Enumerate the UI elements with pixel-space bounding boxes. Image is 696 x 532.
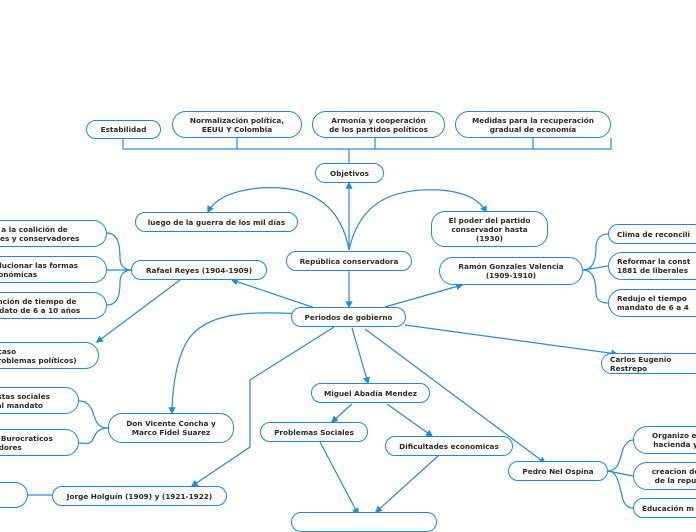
node-armonia-label: Armonía y cooperación de los partidos po… (329, 115, 428, 134)
node-protestas-label: testas sociales mal mandato (0, 391, 50, 410)
node-objetivos-label: Objetivos (330, 168, 369, 178)
node-creacion[interactable]: creacion de de la repu (633, 462, 696, 490)
node-estabilidad-label: Estabilidad (100, 125, 147, 134)
node-burocraticos[interactable]: os Burocraticos vadores (0, 429, 79, 456)
node-apoyo-label: yo a la coalición de rales y conservador… (0, 224, 80, 243)
link-periodos-holguin (190, 326, 335, 487)
node-pedro[interactable]: Pedro Nel Ospina (508, 461, 608, 481)
node-extension[interactable]: tención de tiempo de andato de 6 a 10 añ… (0, 292, 107, 319)
link-periodos-miguel (351, 327, 370, 385)
node-miguel[interactable]: Miguel Abadía Mendez (311, 383, 430, 403)
node-luego-guerra[interactable]: luego de la guerra de los mil días (135, 212, 298, 232)
node-el[interactable]: el (0, 482, 28, 508)
link-objetivos-bracket (122, 138, 612, 150)
node-estabilidad[interactable]: Estabilidad (86, 120, 161, 139)
link-periodos-reyes (230, 278, 316, 309)
node-extension-label: tención de tiempo de andato de 6 a 10 añ… (0, 296, 81, 315)
node-periodos-label: Periodos de gobierno (304, 312, 393, 322)
node-problemas-sociales-label: Problemas Sociales (274, 427, 354, 437)
link-pedro-educacion (607, 470, 634, 509)
node-poder-partido-label: El poder del partido conservador hasta (… (448, 215, 531, 243)
node-normalizacion-label: Normalización política, EEUU Y Colombia (189, 115, 285, 134)
node-redujo[interactable]: Redujo el tiempo mandato de 6 a 4 (608, 289, 696, 317)
node-fracaso-label: racaso (Problemas políticos) (0, 346, 77, 365)
link-pedro-organizo (607, 439, 634, 472)
node-protestas[interactable]: testas sociales mal mandato (0, 387, 79, 414)
node-miguel-label: Miguel Abadía Mendez (324, 388, 417, 398)
node-luego-guerra-label: luego de la guerra de los mil días (147, 217, 286, 227)
node-pedro-label: Pedro Nel Ospina (522, 466, 594, 476)
node-ramon[interactable]: Ramón Gonzales Valencia (1909-1910) (439, 257, 583, 285)
link-reyes-left-bracket (106, 232, 132, 271)
concept-map: Estabilidad Normalización política, EEUU… (0, 111, 696, 532)
node-clima-label: Clima de reconcili (617, 229, 691, 239)
node-normalizacion[interactable]: Normalización política, EEUU Y Colombia (172, 111, 302, 138)
link-concha-protestas (78, 400, 109, 429)
link-ramon-clima (582, 233, 609, 271)
link-periodos-ramon (384, 283, 464, 308)
link-miguel-dificultades (386, 403, 434, 437)
node-educacion-label: Educación m (642, 503, 694, 513)
link-problemas-bottom (319, 441, 359, 516)
node-armonia[interactable]: Armonía y cooperación de los partidos po… (312, 111, 445, 138)
node-creacion-label: creacion de de la repu (651, 467, 696, 485)
node-carlos[interactable]: Carlos Eugenio Restrepo (601, 353, 696, 374)
node-rafael-reyes-label: Rafael Reyes (1904-1909) (145, 265, 253, 275)
node-carlos-label: Carlos Eugenio Restrepo (610, 354, 672, 373)
node-bottom-partial[interactable] (291, 512, 437, 532)
node-rafael-reyes[interactable]: Rafael Reyes (1904-1909) (131, 260, 267, 280)
node-organizo[interactable]: Organizo el hacienda y (633, 426, 696, 454)
node-solucionar-label: Solucionar las formas económicas (0, 260, 79, 279)
node-clima[interactable]: Clima de reconcili (608, 224, 696, 244)
node-reformar[interactable]: Reformar la const 1881 de liberales (608, 252, 696, 280)
link-reyes-fracaso (95, 279, 181, 343)
link-periodos-pedro (364, 328, 547, 464)
link-periodos-carlos (404, 324, 619, 357)
node-dificultades[interactable]: Dificultades economicas (385, 436, 513, 456)
link-ramon-reformar (582, 265, 609, 271)
node-ramon-label: Ramón Gonzales Valencia (1909-1910) (458, 262, 564, 280)
link-reyes-extension (106, 269, 132, 306)
node-objetivos[interactable]: Objetivos (315, 163, 384, 183)
node-dificultades-label: Dificultades economicas (399, 441, 499, 451)
node-concha[interactable]: Don Vicente Concha y Marco Fidel Suarez (108, 413, 234, 443)
node-fracaso[interactable]: racaso (Problemas políticos) (0, 342, 99, 369)
node-burocraticos-label: os Burocraticos vadores (0, 433, 53, 452)
node-concha-label: Don Vicente Concha y Marco Fidel Suarez (126, 419, 216, 437)
node-redujo-label: Redujo el tiempo mandato de 6 a 4 (617, 294, 689, 312)
link-concha-burocraticos (78, 427, 109, 445)
node-holguin[interactable]: Jorge Holguín (1909) y (1921-1922) (52, 486, 227, 506)
node-solucionar[interactable]: Solucionar las formas económicas (0, 256, 107, 283)
link-periodos-concha (168, 312, 301, 415)
link-miguel-problemas (330, 403, 353, 423)
link-republica-luego (207, 187, 350, 251)
connector-lines (28, 138, 634, 516)
node-educacion[interactable]: Educación m (633, 498, 696, 518)
node-medidas-label: Medidas para la recuperación gradual de … (472, 115, 594, 134)
link-republica-poder (348, 189, 487, 251)
node-poder-partido[interactable]: El poder del partido conservador hasta (… (431, 211, 548, 247)
node-organizo-label: Organizo el hacienda y (652, 431, 696, 449)
node-apoyo[interactable]: yo a la coalición de rales y conservador… (0, 220, 107, 247)
node-reformar-label: Reformar la const 1881 de liberales (617, 257, 691, 275)
node-republica-label: República conservadora (299, 256, 399, 266)
node-periodos[interactable]: Periodos de gobierno (291, 307, 406, 327)
link-ramon-redujo (582, 269, 609, 304)
node-republica[interactable]: República conservadora (286, 251, 412, 271)
node-problemas-sociales[interactable]: Problemas Sociales (260, 422, 368, 442)
node-medidas[interactable]: Medidas para la recuperación gradual de … (455, 111, 611, 138)
node-holguin-label: Jorge Holguín (1909) y (1921-1922) (66, 491, 213, 501)
link-dificultades-bottom (374, 455, 439, 513)
